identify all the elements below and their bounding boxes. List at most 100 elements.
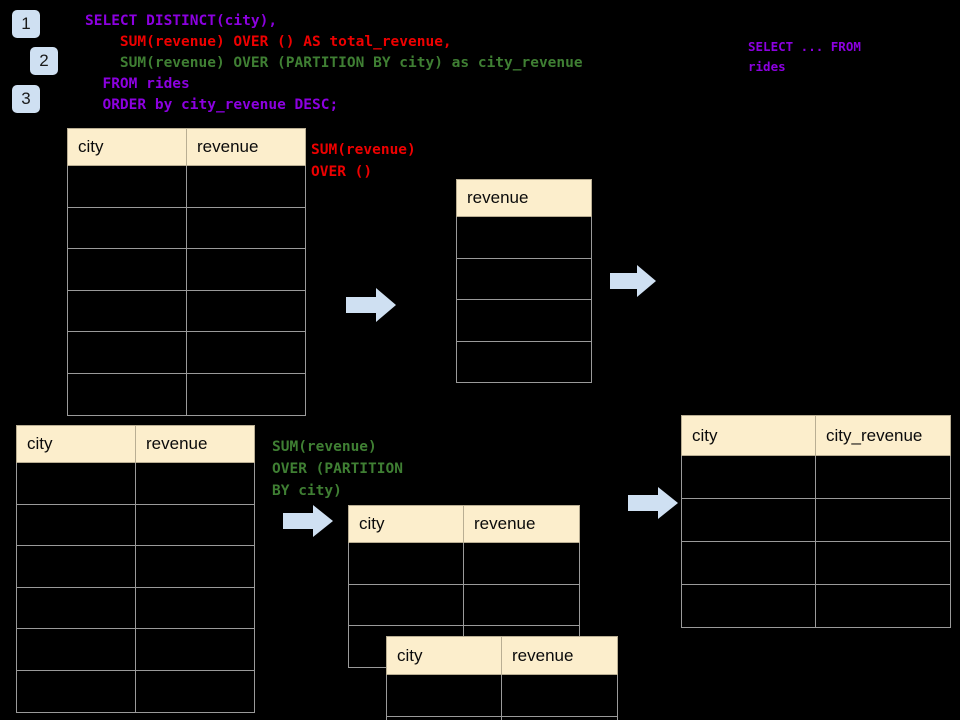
column-header-city: city — [386, 636, 502, 675]
table-header-row: city revenue — [386, 636, 618, 675]
column-header-revenue: revenue — [456, 179, 592, 217]
cell-revenue — [501, 674, 618, 717]
sql-side-note-line1: SELECT ... FROM — [748, 39, 861, 54]
cell-revenue — [135, 545, 255, 588]
cell-revenue — [186, 289, 306, 333]
table-row — [67, 289, 306, 333]
cell-revenue — [135, 462, 255, 505]
cell-city-revenue — [815, 455, 951, 499]
table-final-result: city city_revenue — [681, 415, 951, 628]
cell-city — [16, 669, 136, 713]
cell-revenue — [135, 586, 255, 630]
sql-line-select: SELECT DISTINCT(city), — [85, 13, 278, 29]
table-row — [67, 372, 306, 416]
table-partition-group-front: city revenue — [386, 636, 618, 720]
table-row — [16, 503, 255, 547]
table-row — [348, 583, 580, 626]
sql-line-from: FROM rides — [102, 76, 190, 92]
step-badge-3[interactable]: 3 — [12, 85, 40, 113]
cell-city — [348, 583, 464, 626]
cell-city — [681, 498, 816, 542]
cell-revenue — [456, 257, 592, 300]
column-header-city: city — [67, 128, 187, 166]
cell-city — [16, 628, 136, 671]
cell-revenue — [501, 715, 618, 720]
sql-side-note: SELECT ... FROM rides — [748, 37, 861, 77]
cell-city — [67, 372, 187, 416]
cell-revenue — [135, 628, 255, 671]
cell-revenue — [456, 216, 592, 259]
cell-city — [16, 586, 136, 630]
table-row — [681, 541, 951, 585]
table-rides-source-top: city revenue — [67, 128, 306, 416]
step-badge-1[interactable]: 1 — [12, 10, 40, 38]
table-row — [16, 545, 255, 588]
arrow-right-icon-top-right — [610, 265, 656, 297]
table-header-row: city revenue — [16, 425, 255, 463]
cell-revenue — [135, 503, 255, 547]
column-header-city: city — [348, 505, 464, 543]
column-header-revenue: revenue — [186, 128, 306, 166]
cell-city — [67, 248, 187, 291]
cell-city — [681, 455, 816, 499]
table-header-row: revenue — [456, 179, 592, 217]
table-row — [67, 206, 306, 250]
cell-city — [681, 584, 816, 628]
table-total-revenue-result: revenue — [456, 179, 592, 383]
cell-city — [16, 545, 136, 588]
column-header-revenue: revenue — [501, 636, 618, 675]
cell-revenue — [456, 340, 592, 383]
cell-city — [67, 165, 187, 208]
cell-city — [67, 206, 187, 250]
table-row — [67, 331, 306, 374]
cell-revenue — [186, 165, 306, 208]
cell-city-revenue — [815, 584, 951, 628]
table-row — [348, 542, 580, 585]
cell-revenue — [463, 583, 580, 626]
column-header-city-revenue: city_revenue — [815, 415, 951, 456]
cell-city — [386, 674, 502, 717]
table-row — [681, 498, 951, 542]
sql-side-note-line2: rides — [748, 59, 786, 74]
table-row — [16, 462, 255, 505]
cell-city — [681, 541, 816, 585]
table-row — [456, 340, 592, 383]
sql-line-order-by: ORDER by city_revenue DESC; — [102, 97, 339, 113]
sql-line-total-revenue: SUM(revenue) OVER () AS total_revenue, — [119, 34, 452, 50]
table-row — [16, 669, 255, 713]
cell-revenue — [463, 542, 580, 585]
table-header-row: city revenue — [67, 128, 306, 166]
table-row — [386, 674, 618, 717]
cell-city — [16, 503, 136, 547]
column-header-city: city — [16, 425, 136, 463]
cell-revenue — [456, 299, 592, 342]
label-total-revenue-expr: SUM(revenue) OVER () — [311, 142, 416, 180]
table-row — [456, 257, 592, 300]
table-row — [681, 455, 951, 499]
arrow-right-icon-bottom-left — [283, 505, 333, 537]
table-row — [67, 248, 306, 291]
table-row — [456, 299, 592, 342]
table-row — [16, 628, 255, 671]
sql-query-block: SELECT DISTINCT(city), SUM(revenue) OVER… — [85, 11, 583, 116]
cell-revenue — [186, 372, 306, 416]
table-header-row: city revenue — [348, 505, 580, 543]
table-row — [67, 165, 306, 208]
sql-line-city-revenue: SUM(revenue) OVER (PARTITION BY city) as… — [119, 55, 583, 71]
arrow-right-icon-bottom-right — [628, 487, 678, 519]
table-row — [16, 586, 255, 630]
step-badge-2[interactable]: 2 — [30, 47, 58, 75]
table-row — [386, 715, 618, 720]
cell-revenue — [186, 331, 306, 374]
column-header-revenue: revenue — [135, 425, 255, 463]
label-city-revenue-expr: SUM(revenue) OVER (PARTITION BY city) — [272, 439, 403, 499]
cell-city-revenue — [815, 541, 951, 585]
cell-city — [16, 462, 136, 505]
cell-revenue — [186, 248, 306, 291]
cell-city — [386, 715, 502, 720]
arrow-right-icon-top-left — [346, 288, 396, 322]
column-header-revenue: revenue — [463, 505, 580, 543]
table-row — [681, 584, 951, 628]
cell-city — [67, 289, 187, 333]
